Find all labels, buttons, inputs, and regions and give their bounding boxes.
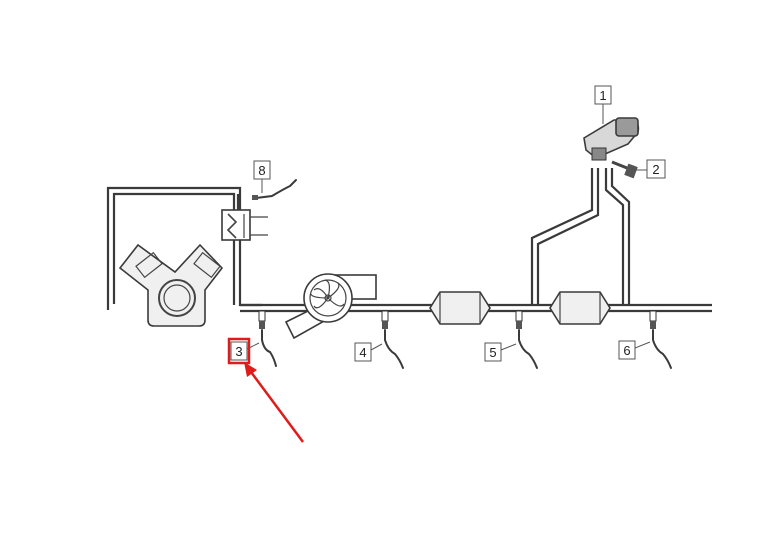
callout-2: 2 [636, 159, 666, 179]
svg-text:3: 3 [235, 344, 242, 359]
red-arrow [244, 362, 305, 443]
highlight-box [227, 337, 251, 365]
svg-text:1: 1 [599, 88, 606, 103]
svg-text:6: 6 [623, 343, 630, 358]
svg-text:2: 2 [652, 162, 659, 177]
svg-text:8: 8 [258, 163, 265, 178]
callout-1: 1 [594, 85, 612, 124]
temperature-sensor-5 [515, 310, 538, 369]
temperature-sensor-6 [649, 310, 672, 369]
svg-text:4: 4 [359, 345, 366, 360]
catalytic-converter-icon [429, 291, 491, 325]
temperature-sensor-3 [258, 310, 277, 367]
pressure-lines [530, 168, 631, 305]
callout-3: 3 [230, 341, 260, 361]
turbocharger-icon [284, 273, 377, 340]
svg-text:5: 5 [489, 345, 496, 360]
callout-4: 4 [354, 342, 383, 362]
bolt-icon [611, 160, 638, 179]
engine-icon [118, 243, 224, 327]
callout-6: 6 [618, 340, 651, 360]
callout-5: 5 [484, 342, 517, 362]
egr-cooler-icon [221, 179, 297, 241]
particulate-filter-icon [549, 291, 611, 325]
pressure-sensor-icon [583, 117, 640, 161]
callout-8: 8 [253, 160, 271, 193]
temperature-sensor-4 [381, 310, 404, 369]
